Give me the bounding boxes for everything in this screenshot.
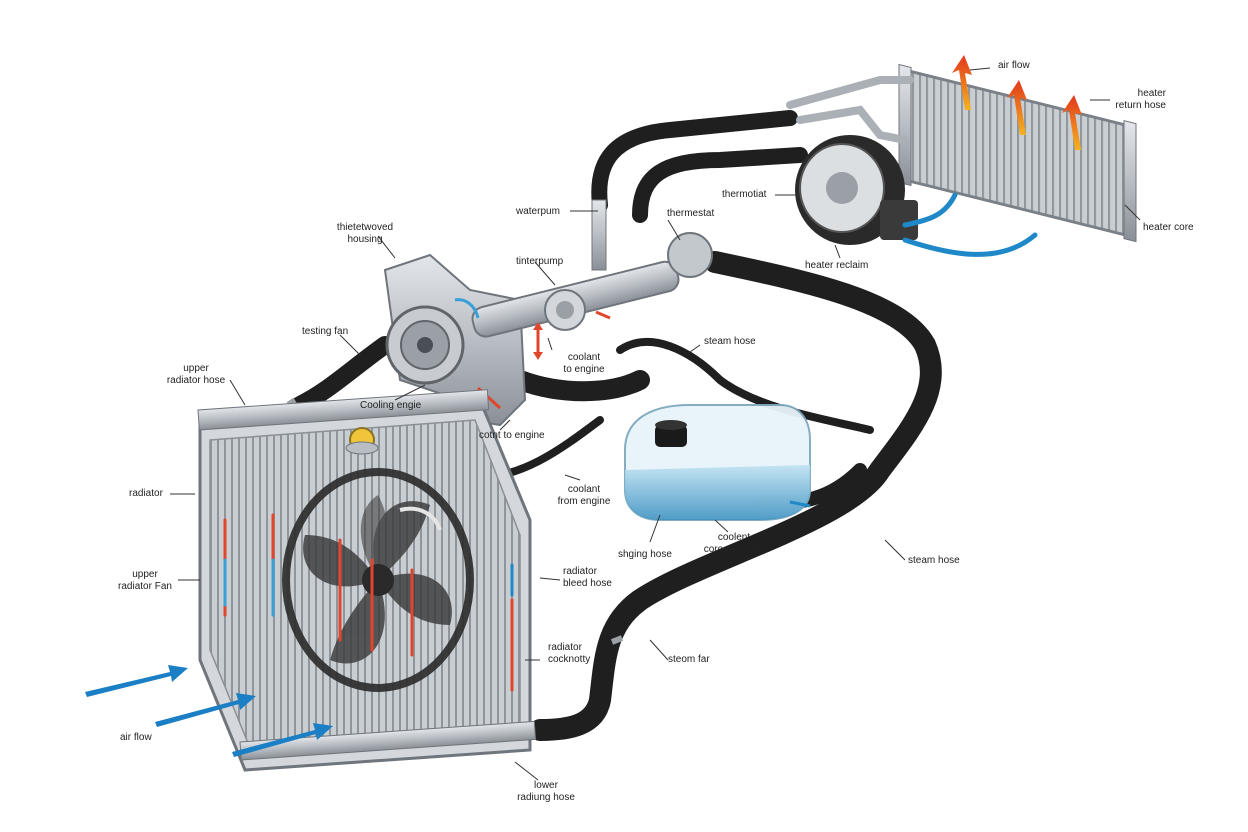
- label-coolant-reservoir: coolent coroon rsrchs: [703, 532, 765, 555]
- heater-core-icon: [898, 63, 1137, 243]
- hoses: [291, 110, 942, 741]
- label-water-pump-mid: tinterpump: [516, 256, 564, 267]
- fan-shroud: [282, 468, 474, 692]
- heat-arrow-1: [952, 55, 972, 110]
- heater-pipes: [786, 76, 914, 144]
- label-heater-reclaim: heater reclaim: [805, 260, 869, 271]
- label-radiator: radiator: [129, 488, 163, 499]
- label-radiator-cock: radiator cocknotty: [548, 642, 591, 665]
- label-radiator-bleed-hose: radiator bleed hose: [563, 566, 612, 589]
- label-steam-fan: steom far: [668, 654, 710, 665]
- steam-hose: [616, 338, 874, 434]
- heat-arrow-2: [1007, 80, 1027, 135]
- label-testing-fan: testing fan: [302, 326, 349, 337]
- label-heater-core: heater core: [1143, 222, 1194, 233]
- lower-hose-clamp: [610, 635, 624, 645]
- label-upper-radiator-fan: upper radiator Fan: [118, 569, 172, 592]
- heater-supply-hose: [591, 110, 798, 213]
- pump-flow-arrows: [454, 298, 611, 410]
- upper-pipe: [591, 199, 607, 271]
- upper-radiator-hose: [291, 336, 394, 414]
- thermostat-housing-outlet: [667, 232, 713, 278]
- fan-rotation-arrow: [399, 506, 442, 531]
- label-swing-hose: shging hose: [618, 549, 672, 560]
- air-flow-arrow-3: [232, 723, 333, 757]
- label-air-flow-top: air flow: [998, 60, 1030, 71]
- blower-motor-icon: [795, 135, 918, 245]
- label-thermostat-right: thermotiat: [722, 189, 767, 200]
- label-thermostat-housing: thietetwoved housing: [336, 222, 394, 245]
- label-steam-hose-right: steam hose: [908, 555, 960, 566]
- label-waterpump-top: waterpum: [516, 206, 560, 217]
- reservoir-cap: [655, 425, 687, 447]
- label-upper-radiator-hose: upper radiator hose: [166, 363, 226, 386]
- label-steam-hose-upper: steam hose: [704, 336, 756, 347]
- heater-return-hose: [632, 147, 808, 223]
- label-lower-radiator-hose: lower radiung hose: [517, 780, 575, 803]
- label-coolant-to-engine-low: cotnt to engine: [479, 430, 545, 441]
- label-coolant-from-engine: coolant from engine: [557, 484, 611, 507]
- heat-air-flow-arrows: [952, 55, 1082, 150]
- water-pump-icon: [383, 199, 713, 427]
- label-air-flow-left: air flow: [120, 732, 152, 743]
- label-coolant-to-engine-mid: coolant to engine: [563, 352, 605, 375]
- incoming-air-flow-arrows: [85, 665, 333, 757]
- heat-arrow-3: [1062, 95, 1082, 150]
- air-flow-arrow-1: [85, 665, 188, 697]
- hose-engine-to-pump: [510, 370, 650, 402]
- label-cooling-engine: Cooling engie: [360, 400, 422, 411]
- air-flow-arrow-2: [155, 693, 256, 727]
- radiator-top-tank: [197, 389, 490, 431]
- coolant-reservoir-icon: [624, 404, 811, 521]
- big-return-hose: [529, 251, 942, 741]
- radiator-flow-arrows: [223, 513, 514, 692]
- leader-lines: [170, 67, 1141, 781]
- cold-air-arrows: [902, 192, 1038, 257]
- label-thermostat-mid: thermestat: [667, 208, 715, 219]
- label-heater-return-hose: heater return hose: [1115, 88, 1166, 111]
